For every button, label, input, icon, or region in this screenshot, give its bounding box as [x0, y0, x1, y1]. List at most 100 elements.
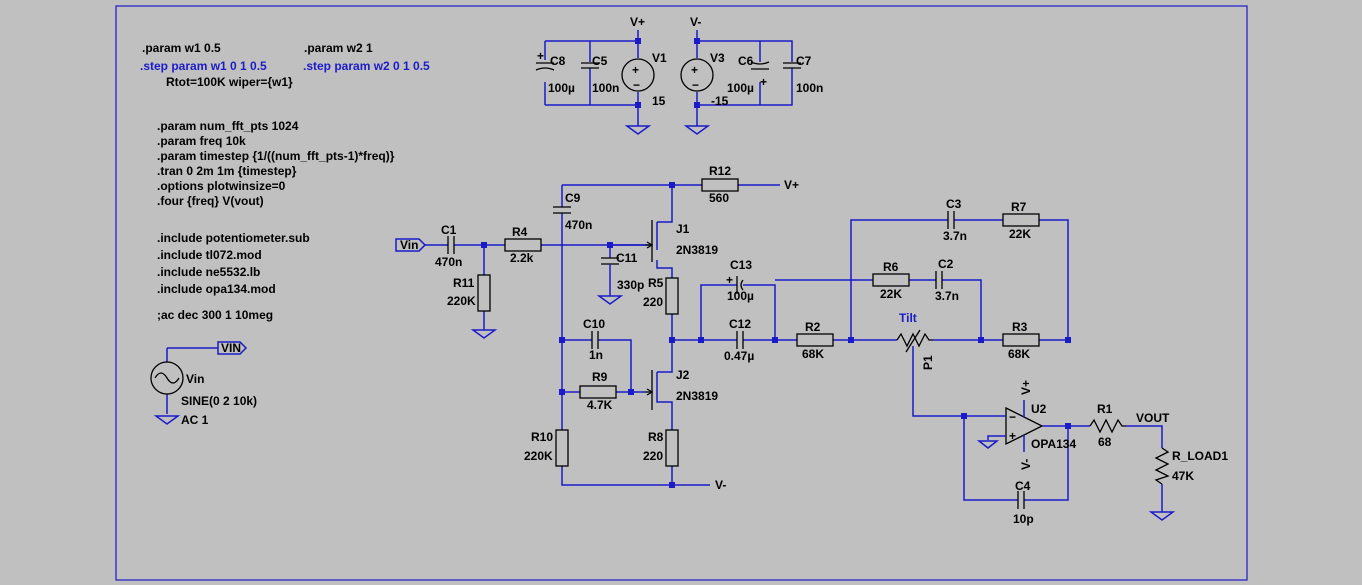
vin-source-section: VIN Vin SINE(0 2 10k) AC 1: [150, 341, 257, 427]
vin-ac: AC 1: [181, 413, 209, 427]
r5-resistor[interactable]: [665, 277, 679, 315]
r7-name: R7: [1011, 200, 1027, 214]
svg-text:+: +: [691, 63, 698, 77]
r11-value: 220K: [447, 294, 476, 308]
r1-value: 68: [1098, 435, 1112, 449]
directive-options[interactable]: .options plotwinsize=0: [157, 179, 286, 193]
label-tilt: Tilt: [899, 311, 917, 325]
r12-resistor[interactable]: [701, 178, 739, 192]
directive-rtot[interactable]: Rtot=100K wiper={w1}: [166, 75, 293, 89]
c10-name: C10: [583, 317, 605, 331]
r8-name: R8: [648, 430, 664, 444]
v1-value: 15: [652, 94, 666, 108]
r10-resistor[interactable]: [555, 429, 569, 467]
r11-resistor[interactable]: [477, 274, 491, 312]
directive-step-w1[interactable]: .step param w1 0 1 0.5: [140, 59, 267, 73]
c3-value: 3.7n: [943, 229, 967, 243]
v3-name: V3: [710, 51, 725, 65]
r4-name: R4: [512, 225, 528, 239]
v1-source-symbol[interactable]: [621, 58, 655, 92]
svg-text:+: +: [760, 75, 767, 89]
directive-include-2[interactable]: .include tl072.mod: [157, 248, 262, 262]
svg-text:−: −: [1009, 410, 1016, 424]
label-vplus-r12: V+: [784, 178, 799, 192]
u2-model: OPA134: [1031, 437, 1076, 451]
vin-name: Vin: [186, 372, 204, 386]
r10-name: R10: [531, 430, 553, 444]
c6-value: 100µ: [727, 81, 754, 95]
u2-name: U2: [1031, 402, 1047, 416]
c11-value: 330p: [617, 278, 644, 292]
directive-step-w2[interactable]: .step param w2 0 1 0.5: [303, 59, 430, 73]
v3-source-symbol[interactable]: [680, 58, 714, 92]
c1-value: 470n: [435, 255, 462, 269]
p1-potentiometer[interactable]: [896, 332, 933, 348]
vin-net-flag[interactable]: [217, 341, 248, 355]
r1-resistor[interactable]: [1089, 418, 1126, 434]
r10-value: 220K: [524, 449, 553, 463]
c2-name: C2: [938, 257, 954, 271]
c11-name: C11: [616, 251, 638, 265]
svg-text:+: +: [1009, 429, 1016, 443]
r6-resistor[interactable]: [872, 273, 910, 287]
directive-include-4[interactable]: .include opa134.mod: [157, 282, 276, 296]
c5-value: 100n: [592, 81, 619, 95]
rload-name: R_LOAD1: [1172, 449, 1228, 463]
label-vminus-opamp: V-: [1019, 459, 1033, 470]
directive-include-3[interactable]: .include ne5532.lb: [157, 265, 260, 279]
r8-resistor[interactable]: [665, 429, 679, 467]
rload-resistor[interactable]: [1154, 447, 1170, 485]
r12-name: R12: [709, 164, 731, 178]
r8-value: 220: [643, 449, 663, 463]
svg-text:−: −: [692, 78, 699, 92]
c8-value: 100µ: [548, 81, 575, 95]
directive-include-1[interactable]: .include potentiometer.sub: [157, 231, 310, 245]
v1-name: V1: [652, 51, 667, 65]
j2-model: 2N3819: [676, 389, 718, 403]
c12-value: 0.47µ: [724, 349, 754, 363]
c12-name: C12: [729, 317, 751, 331]
r4-resistor[interactable]: [504, 238, 542, 252]
r9-value: 4.7K: [587, 398, 613, 412]
c13-value: 100µ: [727, 289, 754, 303]
c9-value: 470n: [565, 218, 592, 232]
r11-name: R11: [453, 276, 475, 290]
directive-param-w2[interactable]: .param w2 1: [304, 41, 373, 55]
directive-ac[interactable]: ;ac dec 300 1 10meg: [157, 308, 273, 322]
svg-text:+: +: [726, 273, 733, 287]
c13-name: C13: [730, 258, 752, 272]
r5-value: 220: [643, 295, 663, 309]
r7-resistor[interactable]: [1002, 213, 1040, 227]
r2-resistor[interactable]: [796, 333, 834, 347]
c7-name: C7: [796, 54, 812, 68]
j1-model: 2N3819: [676, 243, 718, 257]
c6-name: C6: [738, 54, 754, 68]
c1-name: C1: [441, 223, 457, 237]
directive-tran[interactable]: .tran 0 2m 1m {timestep}: [157, 164, 297, 178]
directive-four[interactable]: .four {freq} V(vout): [157, 194, 264, 208]
c9-name: C9: [565, 191, 581, 205]
c10-value: 1n: [589, 348, 603, 362]
r7-value: 22K: [1009, 227, 1031, 241]
directive-timestep[interactable]: .param timestep {1/((num_fft_pts-1)*freq…: [157, 149, 395, 163]
r6-name: R6: [883, 260, 899, 274]
c4-value: 10p: [1013, 512, 1034, 526]
r3-value: 68K: [1008, 347, 1030, 361]
c7-value: 100n: [796, 81, 823, 95]
vin-port-flag[interactable]: [395, 238, 427, 252]
sheet-border: [115, 5, 1248, 581]
r3-resistor[interactable]: [1002, 333, 1040, 347]
r9-resistor[interactable]: [579, 385, 617, 399]
directive-fft-pts[interactable]: .param num_fft_pts 1024: [157, 119, 299, 133]
opamp-output-stage: − + V+ V- U2 OPA134 C4 10p R1 68 VOUT R_…: [961, 380, 1228, 526]
j1-name: J1: [676, 222, 690, 236]
directive-param-w1[interactable]: .param w1 0.5: [142, 41, 221, 55]
c5-name: C5: [592, 54, 608, 68]
c8-name: C8: [550, 54, 566, 68]
directive-freq[interactable]: .param freq 10k: [157, 134, 246, 148]
svg-text:+: +: [632, 63, 639, 77]
r12-value: 560: [709, 191, 729, 205]
svg-text:−: −: [633, 78, 640, 92]
r4-value: 2.2k: [510, 251, 534, 265]
